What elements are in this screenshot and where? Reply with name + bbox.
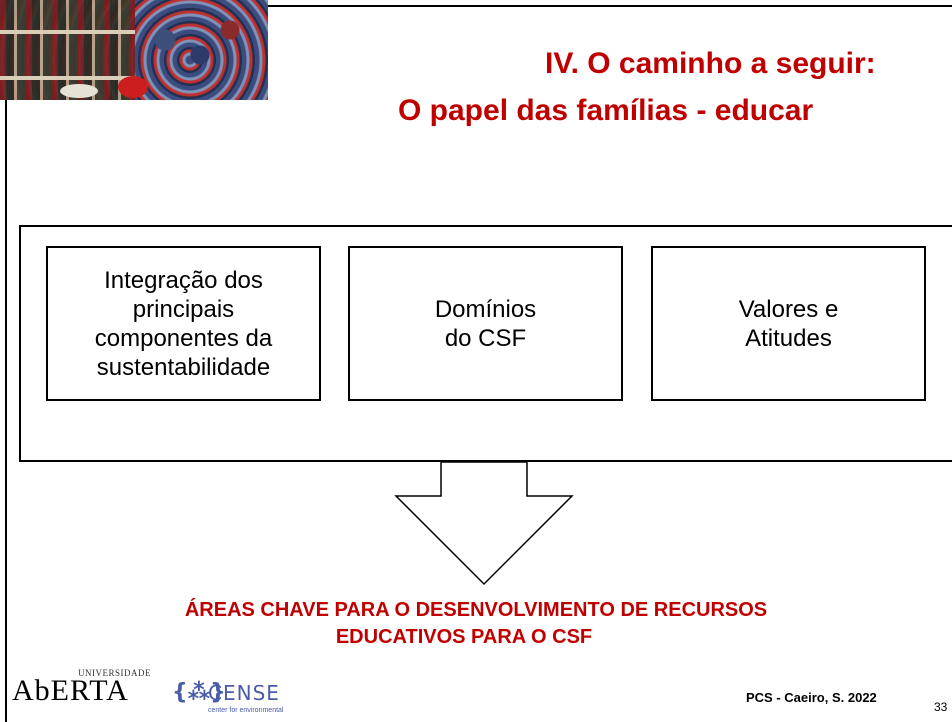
header-photo	[0, 0, 268, 100]
page-number: 33	[934, 700, 948, 714]
logo-text: center for environmental	[208, 707, 284, 714]
photo-bowl	[118, 76, 148, 98]
box-integration: Integração dos principais componentes da…	[46, 246, 321, 401]
cense-logo: {⁂} CENSE center for environmental	[172, 680, 322, 720]
slide-title-line-1: IV. O caminho a seguir:	[545, 47, 876, 80]
key-areas-line-2: EDUCATIVOS PARA O CSF	[335, 626, 593, 648]
photo-shelf-line	[0, 30, 135, 34]
box-line: Domínios	[434, 295, 537, 323]
logo-text: UNIVERSIDADE	[78, 668, 151, 678]
photo-shelf-line	[0, 76, 135, 80]
logo-text: AbERTA	[12, 674, 129, 707]
cense-brace-icon: {⁂}	[172, 680, 226, 705]
box-line: Atitudes	[745, 324, 832, 352]
box-line: Integração dos	[104, 266, 263, 294]
box-line: principais	[132, 295, 235, 323]
box-line: Valores e	[738, 295, 839, 323]
photo-shelf	[0, 0, 135, 100]
box-values: Valores e Atitudes	[651, 246, 926, 401]
logo-text: CENSE	[208, 681, 280, 705]
slide-title-line-2: O papel das famílias - educar	[398, 94, 814, 127]
slide-frame	[5, 5, 952, 722]
photo-bowl	[60, 84, 98, 98]
footer-credit: PCS - Caeiro, S. 2022	[746, 690, 877, 705]
box-line: do CSF	[444, 324, 527, 352]
box-line: sustentabilidade	[96, 353, 271, 381]
components-container	[19, 225, 952, 462]
box-line: componentes da	[94, 324, 273, 352]
universidade-aberta-logo: UNIVERSIDADE AbERTA	[12, 666, 158, 714]
box-domains: Domínios do CSF	[348, 246, 623, 401]
key-areas-line-1: ÁREAS CHAVE PARA O DESENVOLVIMENTO DE RE…	[184, 599, 768, 621]
down-arrow-icon	[394, 461, 574, 586]
